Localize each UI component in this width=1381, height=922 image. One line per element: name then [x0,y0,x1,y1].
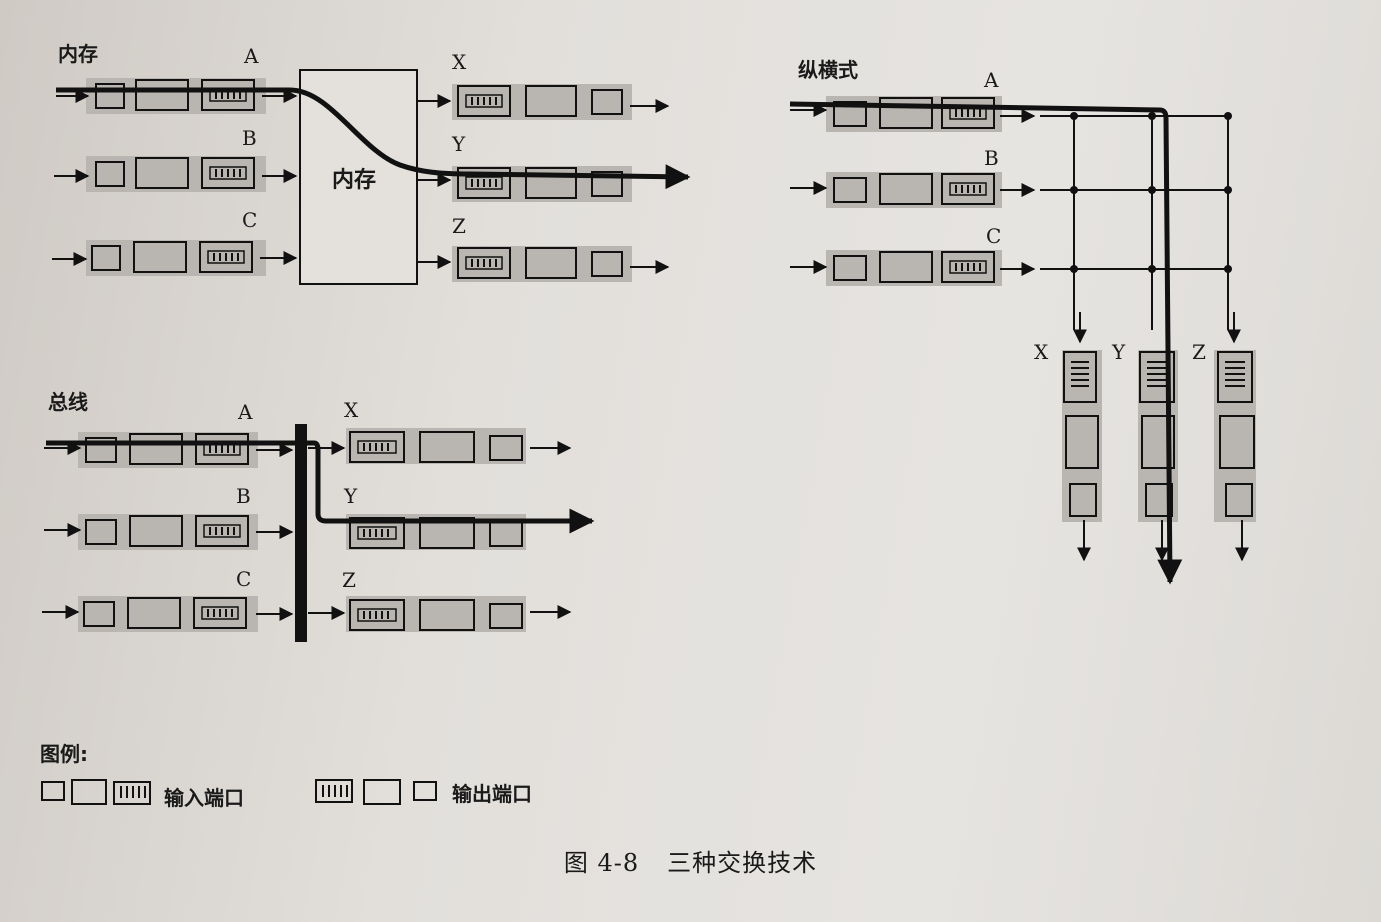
bus-port-label-x: X [344,398,359,422]
memory-port-label-x: X [452,50,467,74]
legend-input-port-symbol [41,779,151,805]
crossbar-output-col-x [1062,350,1102,562]
legend-output-port-symbol [315,779,437,805]
bus-port-label-a: A [238,400,253,424]
bus-input-row-a [44,432,294,468]
crossbar-down-arrows [1073,312,1241,344]
bus-output-row-x [308,428,572,464]
crossbar-input-row-c [790,250,1036,286]
crossbar-input-row-a [790,96,1036,132]
bus-input-row-b [44,514,294,550]
memory-input-row-b [54,156,298,192]
crossbar-output-col-y [1138,350,1178,562]
bus-section-title: 总线 [48,390,88,414]
bus-port-label-z: Z [342,568,356,592]
memory-port-label-y: Y [452,132,466,156]
figure-title: 三种交换技术 [667,849,818,877]
crossbar-port-label-x: X [1034,340,1049,364]
memory-section-title: 内存 [58,42,98,66]
bus-input-row-c [42,596,294,632]
figure-number: 图 4-8 [563,849,640,877]
bus-output-row-z [308,596,572,632]
bus-switch [42,424,595,642]
bus-bar [295,424,307,642]
crossbar-input-row-b [790,172,1036,208]
legend-input-port-label: 输入端口 [164,786,244,810]
bus-port-label-c: C [236,567,252,591]
legend-output-port-label: 输出端口 [452,782,532,806]
memory-output-row-z [418,246,670,282]
memory-input-row-c [52,240,298,276]
memory-switch [52,69,691,285]
memory-box [299,69,418,285]
crossbar-section-title: 纵横式 [798,58,858,82]
bus-packet-path [46,440,595,534]
crossbar-packet-path [789,101,1183,585]
crossbar-switch [789,96,1256,585]
crossbar-port-label-b: B [984,146,999,170]
memory-input-row-a [56,78,298,114]
crossbar-junctions [1070,112,1232,273]
memory-output-row-y [418,166,632,202]
memory-port-label-b: B [242,126,257,150]
memory-port-label-c: C [242,208,258,232]
crossbar-port-label-y: Y [1112,340,1126,364]
bus-port-label-b: B [236,484,251,508]
memory-box-label: 内存 [332,168,377,193]
memory-port-label-a: A [244,44,259,68]
crossbar-output-col-z [1214,350,1256,562]
memory-output-row-x [418,84,670,120]
legend-title: 图例: [40,742,88,766]
memory-packet-path [56,87,691,190]
memory-port-label-z: Z [452,214,466,238]
crossbar-port-label-a: A [984,68,999,92]
crossbar-port-label-z: Z [1192,340,1206,364]
crossbar-grid [1040,115,1229,330]
figure-caption: 图 4-8 三种交换技术 [0,843,1381,878]
crossbar-port-label-c: C [986,224,1002,248]
bus-port-label-y: Y [344,484,358,508]
